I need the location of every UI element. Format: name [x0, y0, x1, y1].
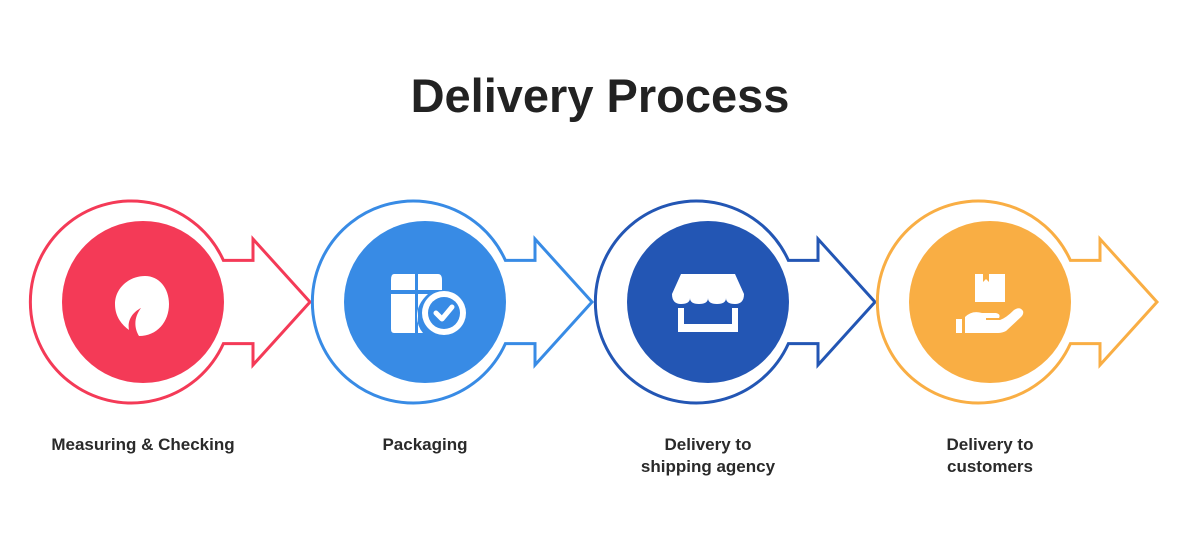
box-check-icon — [391, 274, 466, 335]
step-label-packaging: Packaging — [305, 434, 545, 456]
step-4-label-line-1: Delivery to — [946, 435, 1034, 454]
hand-package-icon — [956, 274, 1024, 333]
step-3-circle — [627, 221, 789, 383]
step-4-graphic — [875, 199, 1160, 405]
step-2-graphic — [310, 199, 595, 405]
storefront-icon — [672, 274, 744, 332]
step-label-customers: Delivery to customers — [870, 434, 1110, 478]
flame-icon — [115, 276, 169, 336]
step-1-graphic — [28, 199, 313, 405]
step-1-label-line-1: Measuring & Checking — [51, 435, 235, 454]
page-title: Delivery Process — [410, 69, 790, 122]
step-label-measuring: Measuring & Checking — [23, 434, 263, 456]
step-3-label-line-2: shipping agency — [640, 457, 776, 476]
step-label-shipping-agency: Delivery to shipping agency — [588, 434, 828, 478]
step-3-label-line-1: Delivery to — [664, 435, 752, 454]
step-4-label-line-2: customers — [947, 457, 1033, 476]
step-2-label-line-1: Packaging — [382, 435, 468, 454]
step-3-graphic — [593, 199, 878, 405]
